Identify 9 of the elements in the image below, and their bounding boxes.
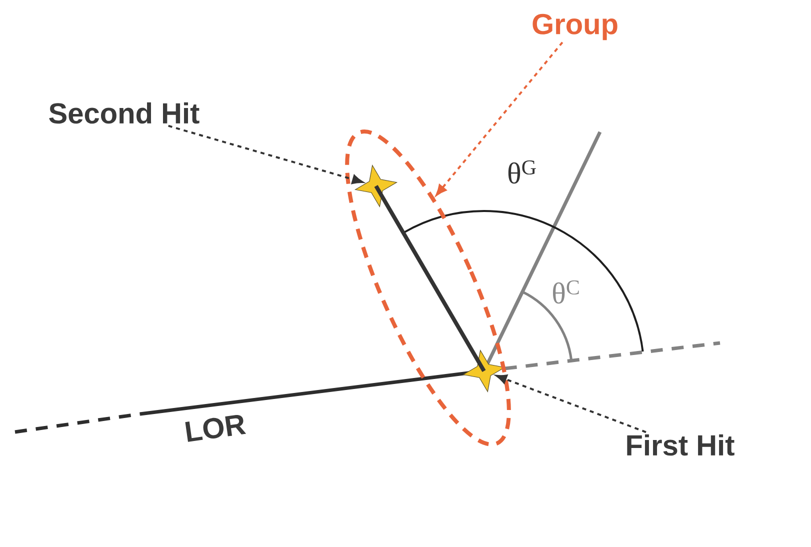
leader-arrow xyxy=(168,124,364,184)
hit-label: Second Hit xyxy=(49,102,200,124)
group-label: Group xyxy=(532,14,618,40)
angle-label: θ$^{G}$ xyxy=(508,160,536,184)
leader-arrow xyxy=(436,42,564,196)
leader-arrow xyxy=(496,374,646,434)
hit-label: First Hit xyxy=(627,434,734,456)
angle-label: θ$^{C}$ xyxy=(552,280,579,304)
lor-label: LOR xyxy=(185,414,246,442)
